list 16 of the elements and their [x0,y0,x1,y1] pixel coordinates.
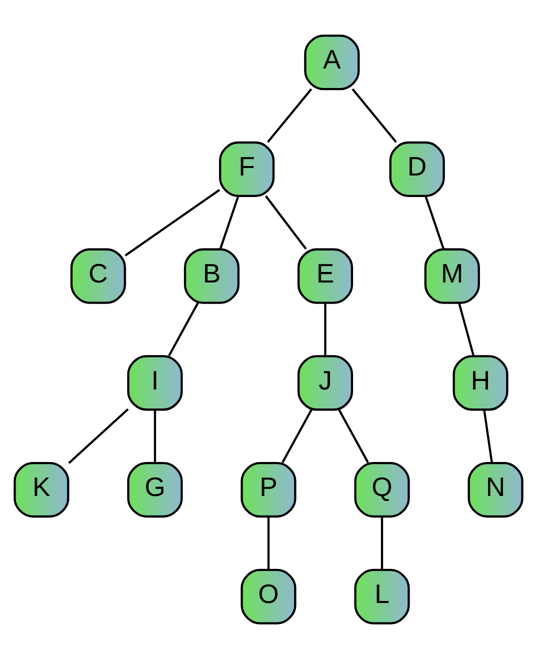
connector [154,410,156,463]
connector [338,409,369,464]
connector [168,302,199,356]
connector [424,196,445,250]
connector [380,516,384,570]
connector [352,88,397,143]
connector [124,189,220,256]
connector [483,410,493,463]
connector [267,516,270,570]
connector [264,195,307,250]
connector [266,88,312,143]
connector [458,302,475,356]
connector [68,408,129,464]
connector [324,302,326,356]
connector [219,196,240,250]
connector [282,409,312,464]
